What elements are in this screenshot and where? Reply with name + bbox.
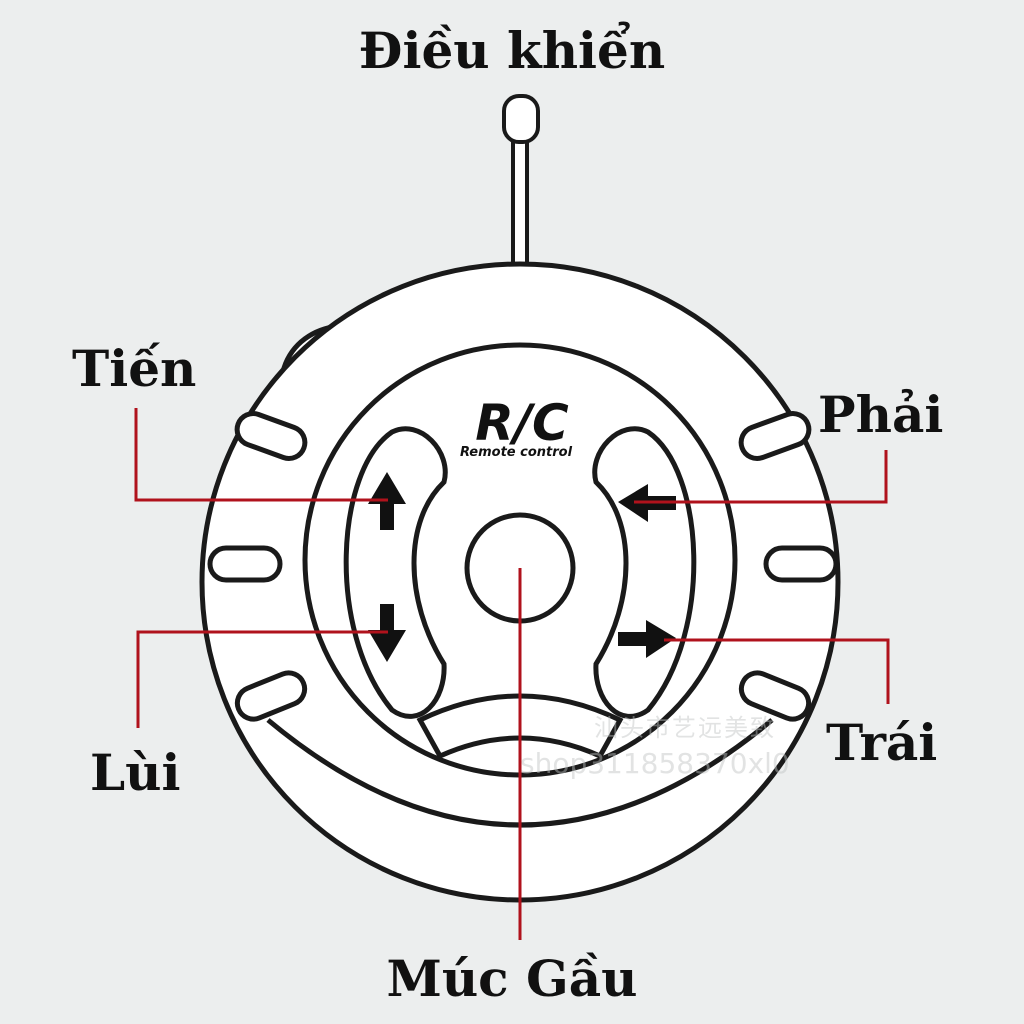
leader-line-left <box>664 638 890 704</box>
leader-line-backward <box>136 630 388 728</box>
logo-tagline: Remote control <box>460 445 573 460</box>
watermark-line-1: 汕头市艺远美致 <box>594 714 776 742</box>
watermark-line-2: shop311858370xl0 <box>520 747 790 780</box>
arrow-right-icon <box>618 620 676 658</box>
watermark: 汕头市艺远美致 shop311858370xl0 <box>520 708 820 780</box>
grip-slot <box>738 411 812 461</box>
grip-slot <box>234 670 308 722</box>
rc-logo: R/C Remote control <box>460 394 573 460</box>
leader-line-forward <box>134 408 388 502</box>
grip-slots <box>207 411 839 722</box>
grip-slot <box>738 670 812 722</box>
label-right: Phải <box>818 385 944 444</box>
label-forward: Tiến <box>72 339 197 398</box>
leader-lines <box>134 408 890 940</box>
grip-slot <box>207 545 283 583</box>
diagram-title: Điều khiển <box>358 21 666 80</box>
label-scoop: Múc Gầu <box>386 949 638 1008</box>
label-backward: Lùi <box>90 743 181 802</box>
antenna-tip <box>502 94 540 144</box>
grip-slot <box>234 411 308 461</box>
grip-slot <box>763 545 839 583</box>
leader-line-right <box>634 450 888 504</box>
label-left: Trái <box>826 713 938 772</box>
logo-brand: R/C <box>475 394 569 452</box>
